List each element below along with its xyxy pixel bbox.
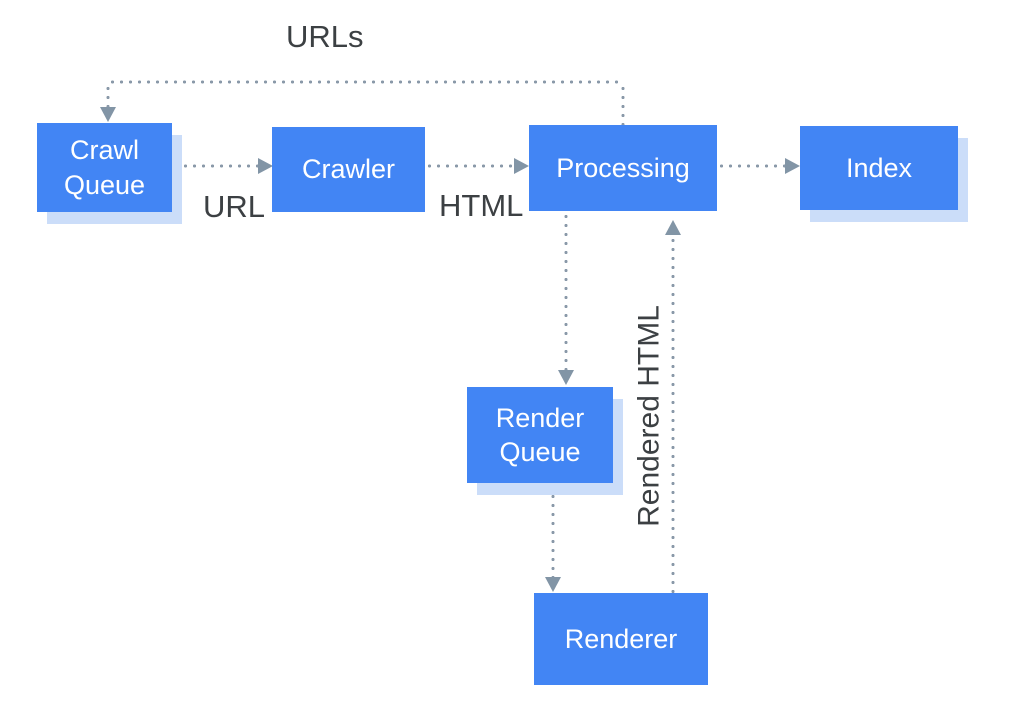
arrowhead-up-processing-icon (665, 220, 681, 235)
edge-crawler-to-processing-line (425, 164, 514, 168)
node-crawl-queue: Crawl Queue (37, 123, 172, 212)
arrowhead-down-render-queue-icon (558, 370, 574, 385)
node-index: Index (800, 126, 958, 210)
edge-label-urls: URLs (286, 19, 364, 54)
node-render-queue-label: Render Queue (495, 402, 585, 467)
edge-label-html: HTML (439, 188, 524, 223)
node-crawl-queue-label: Crawl Queue (63, 135, 146, 200)
edge-processing-to-crawlqueue-top-line (108, 80, 624, 84)
edge-crawlqueue-to-crawler-line (172, 164, 258, 168)
node-index-label: Index (845, 152, 913, 183)
arrowhead-right-processing-icon (514, 158, 529, 174)
arrowhead-right-crawler-icon (258, 158, 273, 174)
node-renderer-label: Renderer (564, 623, 678, 654)
edge-label-rendered-html: Rendered HTML (632, 305, 666, 527)
edge-processing-to-crawlqueue-right-line (621, 84, 625, 125)
edge-processing-to-index-line (717, 164, 785, 168)
edge-processing-to-crawlqueue-left-line (106, 84, 110, 108)
node-crawler-label: Crawler (301, 154, 395, 185)
node-render-queue: Render Queue (467, 387, 613, 483)
node-crawler: Crawler (272, 127, 425, 212)
node-processing-label: Processing (556, 152, 690, 183)
node-processing: Processing (529, 125, 717, 211)
edge-label-url: URL (203, 189, 266, 224)
edge-renderqueue-to-renderer-line (551, 483, 555, 577)
node-renderer: Renderer (534, 593, 708, 685)
arrowhead-down-renderer-icon (545, 577, 561, 592)
arrowhead-down-crawl-queue-icon (100, 107, 116, 122)
edge-renderer-to-processing-line (671, 236, 675, 593)
edge-processing-to-renderqueue-line (564, 212, 568, 370)
arrowhead-right-index-icon (785, 158, 800, 174)
